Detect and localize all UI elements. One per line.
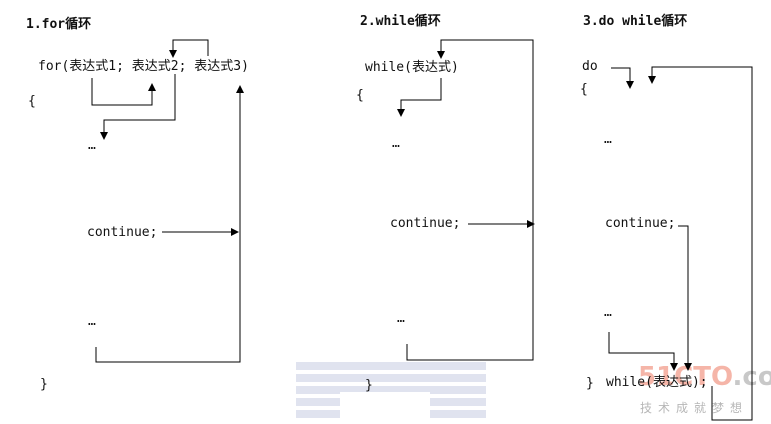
for-open-brace: { bbox=[28, 94, 36, 109]
for-header: for(表达式1; 表达式2; 表达式3) bbox=[38, 59, 249, 74]
for-arrow-loopback bbox=[95, 85, 244, 363]
for-close-brace: } bbox=[40, 377, 48, 392]
while-arrow-cond-to-body bbox=[397, 78, 442, 117]
watermark-tagline: 技术成就梦想 bbox=[640, 401, 749, 415]
while-close-brace: } bbox=[365, 378, 373, 393]
while-ellipsis-1: … bbox=[392, 136, 400, 151]
while-ellipsis-2: … bbox=[397, 311, 405, 326]
dowhile-ellipsis-2: … bbox=[604, 305, 612, 320]
for-continue: continue; bbox=[87, 225, 158, 240]
dowhile-do: do bbox=[582, 59, 598, 74]
dowhile-close-brace: } bbox=[586, 376, 594, 391]
while-title: 2.while循环 bbox=[360, 14, 441, 29]
for-ellipsis-1: … bbox=[88, 138, 96, 153]
dowhile-ellipsis-1: … bbox=[604, 132, 612, 147]
while-continue: continue; bbox=[390, 216, 461, 231]
for-title: 1.for循环 bbox=[26, 17, 92, 32]
while-arrow-loopback bbox=[406, 39, 534, 361]
dowhile-footer: while(表达式); bbox=[606, 375, 708, 390]
dowhile-arrow-loopback bbox=[648, 66, 753, 421]
while-open-brace: { bbox=[356, 88, 364, 103]
dowhile-arrow-body-to-cond bbox=[608, 332, 678, 371]
dowhile-arrow-continue bbox=[678, 225, 692, 371]
for-arrow-step-to-cond bbox=[169, 39, 209, 58]
dowhile-continue: continue; bbox=[605, 216, 676, 231]
dowhile-arrow-do-to-body bbox=[611, 67, 634, 89]
while-header: while(表达式) bbox=[365, 60, 459, 75]
for-ellipsis-2: … bbox=[88, 314, 96, 329]
for-arrow-cond-to-body bbox=[100, 74, 176, 140]
dowhile-title: 3.do while循环 bbox=[583, 14, 688, 29]
for-arrow-init-to-cond bbox=[91, 78, 156, 106]
dowhile-open-brace: { bbox=[580, 82, 588, 97]
